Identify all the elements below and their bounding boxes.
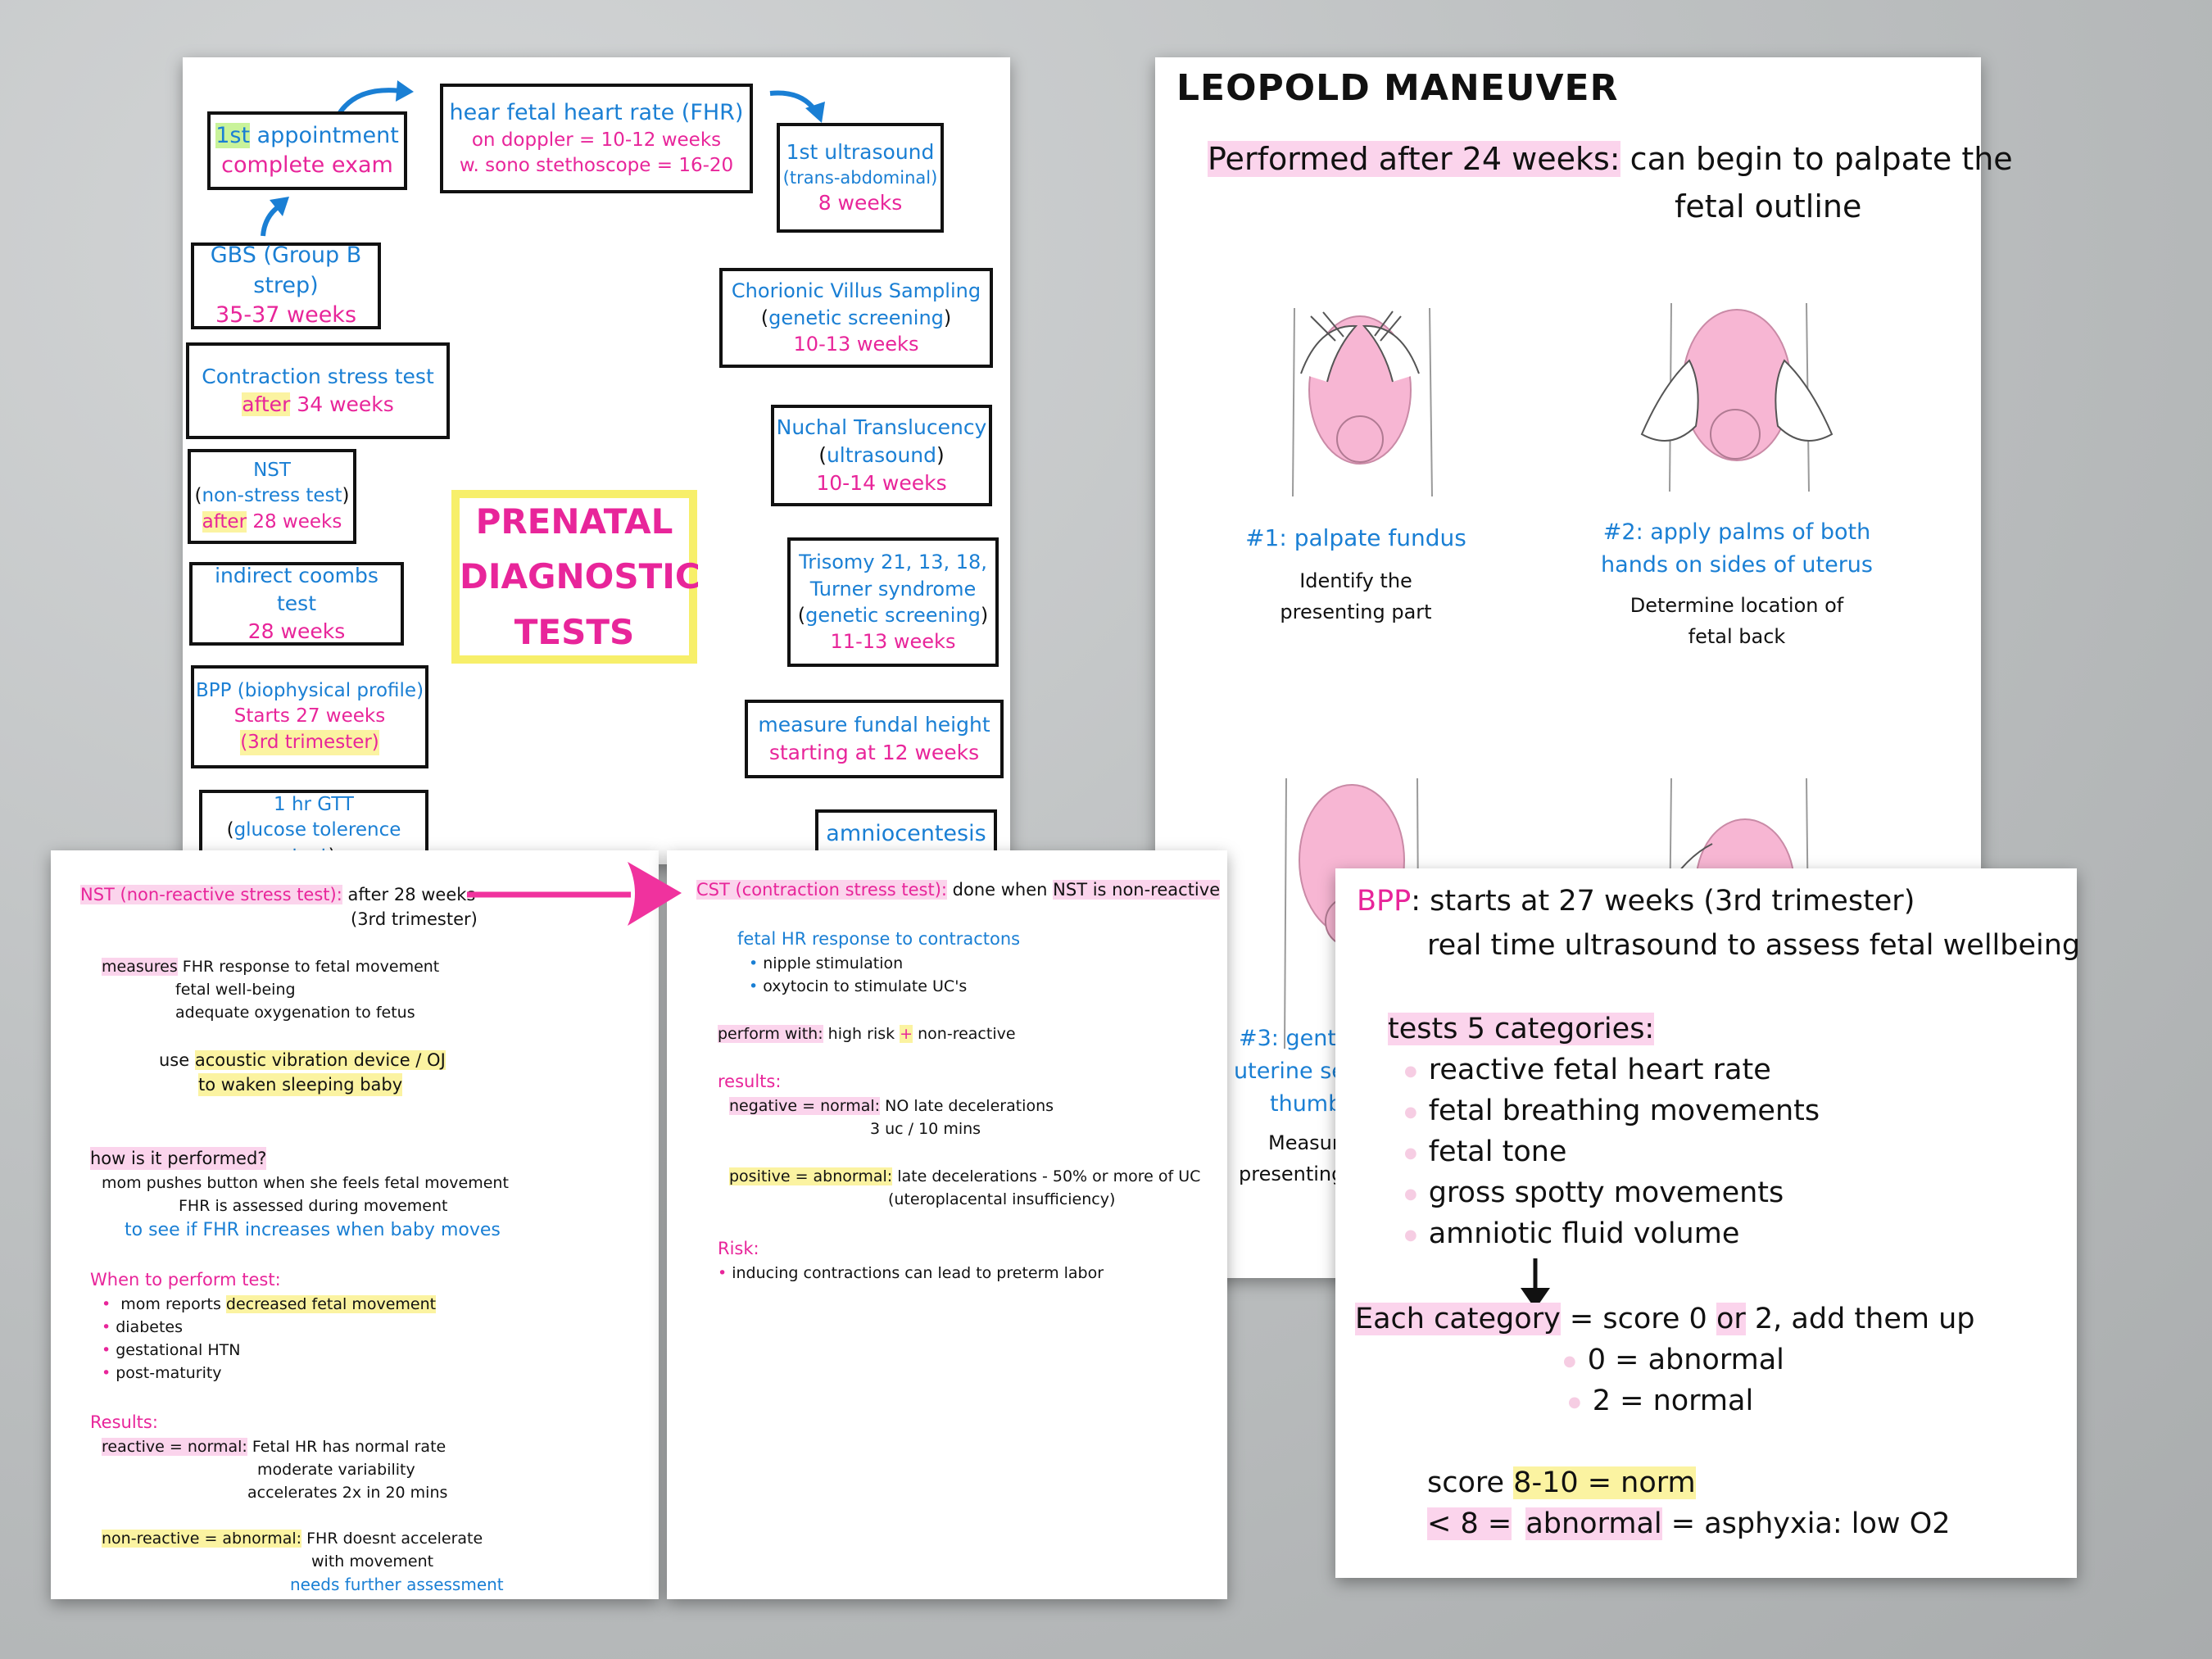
- fundal-height-box: measure fundal height starting at 12 wee…: [745, 700, 1004, 778]
- bpp-card-desc: real time ultrasound to assess fetal wel…: [1427, 929, 2081, 962]
- leopold-step3-desc: Measur: [1268, 1131, 1340, 1154]
- nst-measures-3: adequate oxygenation to fetus: [175, 1004, 415, 1022]
- leopold-intro-line2: fetal outline: [1675, 188, 1862, 224]
- cst-negative-2: 3 uc / 10 mins: [870, 1120, 981, 1138]
- leopold-step3-desc-line2: presenting: [1239, 1163, 1344, 1185]
- cst-risk-item: inducing contractions can lead to preter…: [718, 1262, 1104, 1285]
- nst-box: NST (non-stress test) after 28 weeks: [188, 449, 356, 544]
- cst-note-sheet: CST (contraction stress test): done when…: [667, 850, 1227, 1599]
- bpp-box: BPP (biophysical profile) Starts 27 week…: [191, 665, 428, 768]
- bpp-test-item: amniotic fluid volume: [1404, 1217, 1740, 1250]
- cst-positive: positive = abnormal: late decelerations …: [729, 1167, 1201, 1185]
- bpp-card: BPP: starts at 27 weeks (3rd trimester) …: [1335, 868, 2081, 1578]
- bpp-test-item: fetal breathing movements: [1404, 1095, 1820, 1127]
- nst-result-3: accelerates 2x in 20 mins: [247, 1484, 448, 1502]
- nst-when-item: gestational HTN: [102, 1339, 240, 1362]
- cst-negative: negative = normal: NO late decelerations: [729, 1097, 1054, 1115]
- cst-risk-heading: Risk:: [718, 1239, 759, 1258]
- arrow-right-icon: [467, 862, 682, 926]
- nst-note-title: NST (non-reactive stress test): after 28…: [80, 885, 476, 904]
- fhr-box: hear fetal heart rate (FHR) on doppler =…: [440, 84, 753, 193]
- indirect-coombs-box: indirect coombs test 28 weeks: [189, 562, 404, 646]
- nst-measures-2: fetal well-being: [175, 981, 296, 999]
- leopold-step1-illustration: [1278, 300, 1442, 513]
- nst-when-heading: When to perform test:: [90, 1270, 281, 1290]
- nst-when-item: mom reports decreased fetal movement: [102, 1293, 437, 1316]
- cvs-box: Chorionic Villus Sampling (genetic scree…: [719, 268, 993, 368]
- cst-positive-2: (uteroplacental insufficiency): [888, 1190, 1116, 1208]
- bpp-test-item: gross spotty movements: [1404, 1176, 1784, 1209]
- cst-note-title: CST (contraction stress test): done when…: [696, 880, 1221, 900]
- nst-result-2: moderate variability: [257, 1461, 415, 1479]
- nst-result-6: needs further assessment: [290, 1575, 504, 1594]
- nst-note-sheet: NST (non-reactive stress test): after 28…: [51, 850, 659, 1599]
- first-appointment-box: 1st appointment complete exam: [207, 111, 407, 190]
- first-ultrasound-box: 1st ultrasound (trans-abdominal) 8 weeks: [777, 123, 944, 233]
- leopold-step2-illustration: [1639, 295, 1835, 508]
- nst-use-device: use acoustic vibration device / OJ: [159, 1050, 446, 1070]
- cst-response-item: nipple stimulation: [749, 952, 903, 975]
- nst-when-item: diabetes: [102, 1316, 183, 1339]
- nuchal-translucency-box: Nuchal Translucency (ultrasound) 10-14 w…: [771, 405, 992, 506]
- nst-result-reactive: reactive = normal: Fetal HR has normal r…: [102, 1438, 446, 1456]
- nst-results-heading: Results:: [90, 1412, 158, 1432]
- bpp-tests-heading: tests 5 categories:: [1388, 1013, 1655, 1045]
- bpp-card-title: BPP: starts at 27 weeks (3rd trimester): [1357, 885, 1915, 918]
- leopold-step1-title: #1: palpate fundus: [1245, 524, 1466, 551]
- prenatal-title: PRENATAL DIAGNOSTIC TESTS: [460, 501, 700, 652]
- contraction-stress-test-box: Contraction stress test after 34 weeks: [186, 342, 450, 439]
- gbs-box: GBS (Group B strep) 35-37 weeks: [191, 243, 381, 329]
- cst-response-item: oxytocin to stimulate UC's: [749, 975, 967, 998]
- leopold-step3-title-line2: uterine se: [1234, 1058, 1345, 1084]
- arrow-icon: [334, 80, 414, 120]
- bpp-test-item: reactive fetal heart rate: [1404, 1054, 1771, 1086]
- nst-how-2: FHR is assessed during movement: [179, 1197, 448, 1215]
- prenatal-sheet: 1st appointment complete exam hear fetal…: [183, 57, 1010, 872]
- arrow-icon: [769, 90, 825, 123]
- leopold-title: LEOPOLD MANEUVER: [1176, 67, 1619, 109]
- prenatal-title-frame: PRENATAL DIAGNOSTIC TESTS: [451, 490, 700, 664]
- nst-how-heading: how is it performed?: [90, 1147, 267, 1170]
- nst-note-trimester: (3rd trimester): [351, 909, 478, 929]
- cst-response: fetal HR response to contractons: [737, 929, 1021, 949]
- arrow-icon: [261, 197, 289, 237]
- cst-results-heading: results:: [718, 1072, 782, 1091]
- nst-use-device-2: to waken sleeping baby: [198, 1073, 403, 1096]
- nst-result-nonreactive: non-reactive = abnormal: FHR doesnt acce…: [102, 1530, 483, 1548]
- gtt-box: 1 hr GTT (glucose tolerence test): [199, 790, 428, 872]
- leopold-intro: Performed after 24 weeks: can begin to p…: [1208, 141, 2013, 177]
- bpp-test-item: fetal tone: [1404, 1135, 1567, 1168]
- nst-how-3: to see if FHR increases when baby moves: [125, 1220, 501, 1240]
- bpp-score-norm: score 8-10 = norm: [1427, 1466, 1696, 1499]
- nst-when-item: post-maturity: [102, 1362, 221, 1385]
- nst-measures: measures FHR response to fetal movement: [102, 958, 440, 976]
- leopold-step3-title-line3: thumb: [1270, 1091, 1343, 1117]
- nst-result-5: with movement: [311, 1552, 434, 1571]
- cst-perform: perform with: high risk + non-reactive: [718, 1025, 1016, 1043]
- bpp-each-category: Each category = score 0 or 2, add them u…: [1355, 1303, 1975, 1335]
- nst-how-1: mom pushes button when she feels fetal m…: [102, 1174, 509, 1192]
- bpp-score-two: 2 = normal: [1568, 1385, 1753, 1417]
- arrow-down-icon: [1521, 1258, 1550, 1309]
- bpp-score-zero: 0 = abnormal: [1563, 1344, 1784, 1376]
- bpp-score-abnormal: < 8 = abnormal = asphyxia: low O2: [1427, 1507, 1951, 1540]
- trisomy-box: Trisomy 21, 13, 18, Turner syndrome (gen…: [787, 537, 999, 667]
